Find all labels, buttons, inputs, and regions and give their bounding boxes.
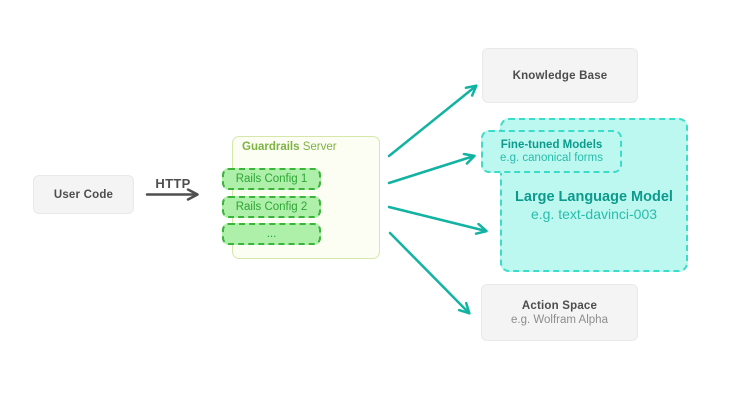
rails-config-item-ellipsis: ... — [222, 223, 321, 245]
fine-tuned-subtitle: e.g. canonical forms — [500, 152, 603, 164]
guardrails-server-title: Guardrails Server — [242, 141, 337, 153]
http-label: HTTP — [155, 176, 191, 191]
rails-config-item-1: Rails Config 1 — [222, 168, 321, 190]
guardrails-title-bold: Guardrails — [242, 141, 300, 153]
llm-title: Large Language Model — [515, 188, 673, 205]
action-space-subtitle: e.g. Wolfram Alpha — [511, 313, 608, 326]
arrow-to-knowledge-base — [387, 86, 476, 158]
arrow-to-action-space — [388, 231, 469, 313]
knowledge-base-label: Knowledge Base — [512, 69, 608, 82]
action-space-node: Action Space e.g. Wolfram Alpha — [481, 284, 638, 341]
knowledge-base-node: Knowledge Base — [482, 48, 638, 103]
user-code-node: User Code — [33, 175, 134, 214]
fine-tuned-models-node: Fine-tuned Models e.g. canonical forms — [481, 130, 622, 173]
action-space-title: Action Space — [521, 299, 598, 312]
arrow-to-fine-tuned-models — [387, 156, 474, 185]
arrow-to-llm — [387, 205, 486, 231]
guardrails-title-rest: Server — [299, 141, 337, 153]
llm-subtitle: e.g. text-davinci-003 — [530, 205, 658, 222]
user-code-label: User Code — [53, 188, 114, 201]
rails-config-item-2: Rails Config 2 — [222, 196, 321, 218]
fine-tuned-title: Fine-tuned Models — [500, 139, 603, 151]
